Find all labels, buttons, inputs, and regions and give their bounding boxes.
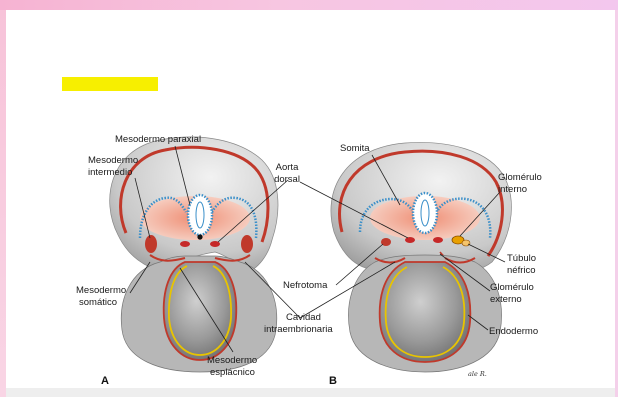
label-cavidad-l2: intraembrionaria — [264, 324, 333, 335]
panel-label-a: A — [101, 375, 109, 387]
embryo-b — [331, 142, 511, 372]
label-mesodermo-intermedio-l2: intermedio — [88, 167, 132, 178]
label-cavidad-l1: Cavidad — [286, 312, 321, 323]
label-glomerulo-interno-l2: interno — [498, 184, 527, 195]
label-glomerulo-externo-l1: Glomérulo — [490, 282, 534, 293]
panel-label-b: B — [329, 375, 337, 387]
label-aorta-l2: dorsal — [274, 174, 300, 185]
label-mesodermo-somatico-l1: Mesodermo — [76, 285, 126, 296]
label-mesodermo-esplacnico-l1: Mesodermo — [207, 355, 257, 366]
label-glomerulo-externo-l2: externo — [490, 294, 522, 305]
label-mesodermo-intermedio-l1: Mesodermo — [88, 155, 138, 166]
label-nefrotoma: Nefrotoma — [283, 280, 328, 291]
label-mesodermo-esplacnico-l2: esplácnico — [210, 367, 255, 378]
artist-signature: ale R. — [468, 370, 487, 378]
embryo-a — [110, 137, 278, 372]
label-mesodermo-somatico-l2: somático — [79, 297, 117, 308]
label-glomerulo-interno-l1: Glomérulo — [498, 172, 542, 183]
label-tubulo-l2: néfrico — [507, 265, 536, 276]
label-somita: Somita — [340, 143, 370, 154]
label-aorta-l1: Aorta — [276, 162, 299, 173]
label-endodermo: Endodermo — [489, 326, 538, 337]
label-tubulo-l1: Túbulo — [507, 253, 536, 264]
label-mesodermo-paraxial: Mesodermo paraxial — [115, 134, 201, 145]
